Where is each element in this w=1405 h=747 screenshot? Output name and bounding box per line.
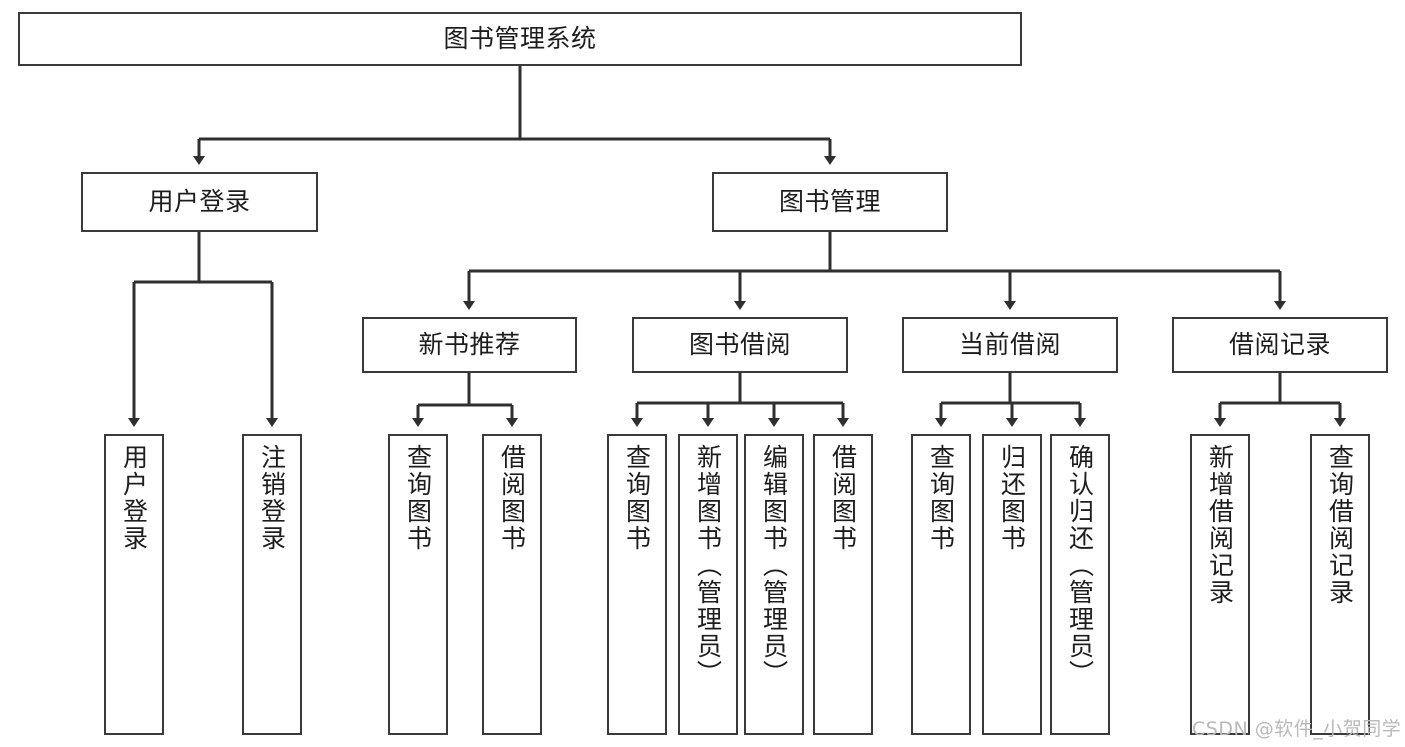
node-leaf-query-book-recommend-label: 查询图书 <box>403 444 433 552</box>
node-leaf-logout-label: 注销登录 <box>257 444 287 552</box>
node-leaf-query-book-borrow[interactable]: 查询图书 <box>607 434 667 735</box>
node-leaf-query-book-current[interactable]: 查询图书 <box>911 434 971 735</box>
node-leaf-user-login-label: 用户登录 <box>119 444 149 552</box>
node-leaf-logout[interactable]: 注销登录 <box>242 434 302 735</box>
node-user-login-label: 用户登录 <box>148 187 251 217</box>
node-root-label: 图书管理系统 <box>443 24 597 54</box>
node-new-book-recommend-label: 新书推荐 <box>418 330 521 360</box>
node-leaf-edit-book-label: 编辑图书（管理员） <box>759 444 789 687</box>
node-leaf-query-book-recommend[interactable]: 查询图书 <box>388 434 448 735</box>
node-leaf-add-book[interactable]: 新增图书（管理员） <box>678 434 738 735</box>
csdn-watermark: CSDN @软件_小贺同学 <box>1192 718 1402 740</box>
node-book-management-label: 图书管理 <box>778 187 881 217</box>
node-leaf-confirm-return-label: 确认归还（管理员） <box>1065 444 1095 687</box>
node-root[interactable]: 图书管理系统 <box>18 12 1022 66</box>
node-leaf-borrow-book-recommend[interactable]: 借阅图书 <box>482 434 542 735</box>
node-leaf-query-book-current-label: 查询图书 <box>926 444 956 552</box>
node-leaf-add-book-label: 新增图书（管理员） <box>693 444 723 687</box>
node-leaf-confirm-return[interactable]: 确认归还（管理员） <box>1050 434 1110 735</box>
node-leaf-return-book[interactable]: 归还图书 <box>982 434 1042 735</box>
node-leaf-edit-book[interactable]: 编辑图书（管理员） <box>744 434 804 735</box>
node-user-login[interactable]: 用户登录 <box>81 172 318 232</box>
node-book-management[interactable]: 图书管理 <box>712 172 948 232</box>
node-leaf-borrow-book-label: 借阅图书 <box>828 444 858 552</box>
node-leaf-return-book-label: 归还图书 <box>997 444 1027 552</box>
node-leaf-borrow-book-recommend-label: 借阅图书 <box>497 444 527 552</box>
node-leaf-query-borrow-record[interactable]: 查询借阅记录 <box>1310 434 1370 735</box>
node-leaf-borrow-book[interactable]: 借阅图书 <box>813 434 873 735</box>
node-leaf-query-book-borrow-label: 查询图书 <box>622 444 652 552</box>
node-current-borrow-label: 当前借阅 <box>958 330 1061 360</box>
node-borrow-record[interactable]: 借阅记录 <box>1172 317 1388 373</box>
node-borrow-record-label: 借阅记录 <box>1228 330 1331 360</box>
node-book-borrow-label: 图书借阅 <box>688 330 791 360</box>
node-leaf-add-borrow-record[interactable]: 新增借阅记录 <box>1190 434 1250 735</box>
node-leaf-user-login[interactable]: 用户登录 <box>104 434 164 735</box>
node-leaf-add-borrow-record-label: 新增借阅记录 <box>1205 444 1235 606</box>
node-book-borrow[interactable]: 图书借阅 <box>632 317 848 373</box>
node-new-book-recommend[interactable]: 新书推荐 <box>362 317 577 373</box>
node-current-borrow[interactable]: 当前借阅 <box>902 317 1118 373</box>
node-leaf-query-borrow-record-label: 查询借阅记录 <box>1325 444 1355 606</box>
